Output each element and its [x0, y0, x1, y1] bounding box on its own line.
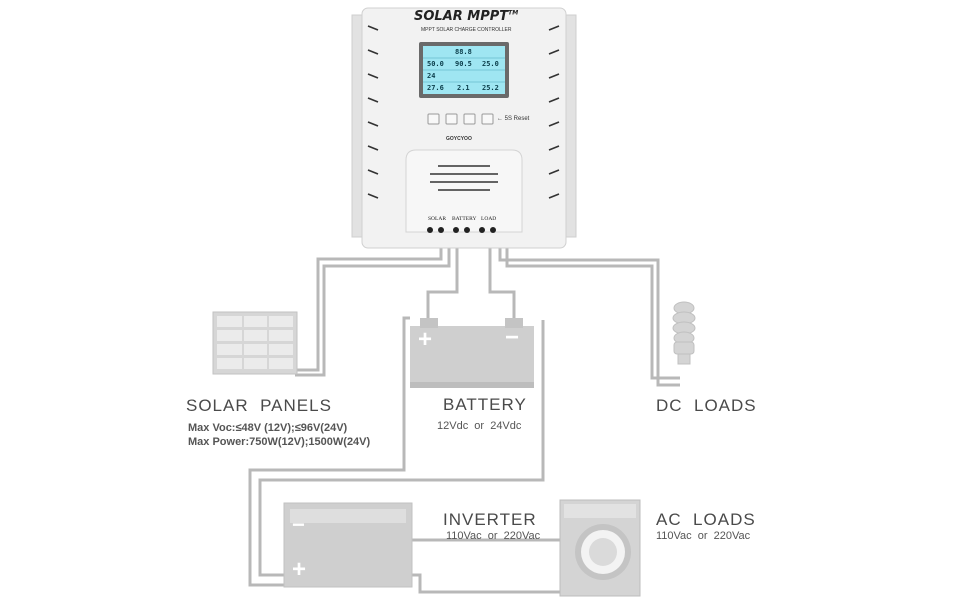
speaker-grille: [430, 165, 498, 191]
inverter-icon: [283, 502, 413, 588]
wiring: [248, 248, 680, 594]
wire-load-b: [505, 248, 680, 380]
lcd-value-2: 50.0: [427, 60, 444, 68]
terminal-screws: [427, 227, 496, 233]
reset-hint: ← 5S Reset: [497, 116, 530, 122]
battery-spec: 12Vdc or 24Vdc: [437, 420, 522, 432]
wire-solar-neg: [295, 248, 451, 377]
dc-loads-title: DC LOADS: [656, 396, 757, 415]
solar-spec-power: Max Power:750W(12V);1500W(24V): [188, 436, 371, 448]
cfl-bulb-icon: [672, 301, 696, 365]
lcd-value-1: 88.8: [455, 48, 472, 56]
washing-machine-icon: [559, 499, 641, 597]
wire-battery-pos: [426, 248, 459, 320]
wire-load-a: [498, 248, 680, 387]
ac-loads-spec: 110Vac or 220Vac: [656, 530, 751, 542]
terminal-label-load: LOAD: [481, 216, 497, 222]
wire-battery-neg: [488, 248, 516, 320]
speaker-plate: [405, 149, 523, 233]
button-reset: [481, 113, 494, 125]
lcd-value-7: 2.1: [457, 84, 470, 92]
battery-title: BATTERY: [443, 395, 527, 414]
battery-minus: −: [505, 324, 520, 351]
inverter-plus: +: [292, 556, 307, 583]
lcd-value-3: 90.5: [455, 60, 472, 68]
vent-slits: [367, 25, 560, 199]
lcd-value-4: 25.0: [482, 60, 499, 68]
lcd-value-6: 27.6: [427, 84, 444, 92]
wire-battery-inverter-c: [258, 320, 545, 577]
wire-battery-inverter-a: [402, 316, 410, 355]
inverter-title: INVERTER: [443, 510, 537, 529]
solar-panel-icon: [212, 311, 298, 375]
solar-spec-voc: Max Voc:≤48V (12V);≤96V(24V): [188, 422, 348, 434]
inverter-spec: 110Vac or 220Vac: [446, 530, 541, 542]
charge-controller: [351, 7, 577, 249]
brand-name: SOLAR MPPT: [414, 9, 509, 24]
terminal-label-solar: SOLAR: [428, 216, 447, 222]
wire-inverter-acload-b: [412, 573, 560, 594]
lcd-value-5: 24: [427, 72, 436, 80]
ac-loads-title: AC LOADS: [656, 510, 756, 529]
controller-maker: GOYCYOO: [446, 136, 472, 142]
wire-solar-pos: [295, 248, 443, 372]
battery-plus: +: [418, 326, 433, 353]
battery-icon: [410, 318, 534, 388]
button-plus: [445, 113, 458, 125]
controller-brand: SOLAR MPPTTM: [414, 9, 518, 24]
lcd-grid: [423, 57, 505, 83]
terminal-label-battery: BATTERY: [452, 216, 477, 222]
wire-battery-inverter-b: [248, 355, 406, 587]
control-buttons: [427, 113, 494, 125]
lcd-value-8: 25.2: [482, 84, 499, 92]
inverter-minus: −: [292, 512, 305, 537]
solar-panels-title: SOLAR PANELS: [186, 396, 332, 415]
button-minus: [463, 113, 476, 125]
controller-subtitle: MPPT SOLAR CHARGE CONTROLLER: [421, 27, 512, 33]
trademark: TM: [508, 9, 519, 17]
button-menu: [427, 113, 440, 125]
